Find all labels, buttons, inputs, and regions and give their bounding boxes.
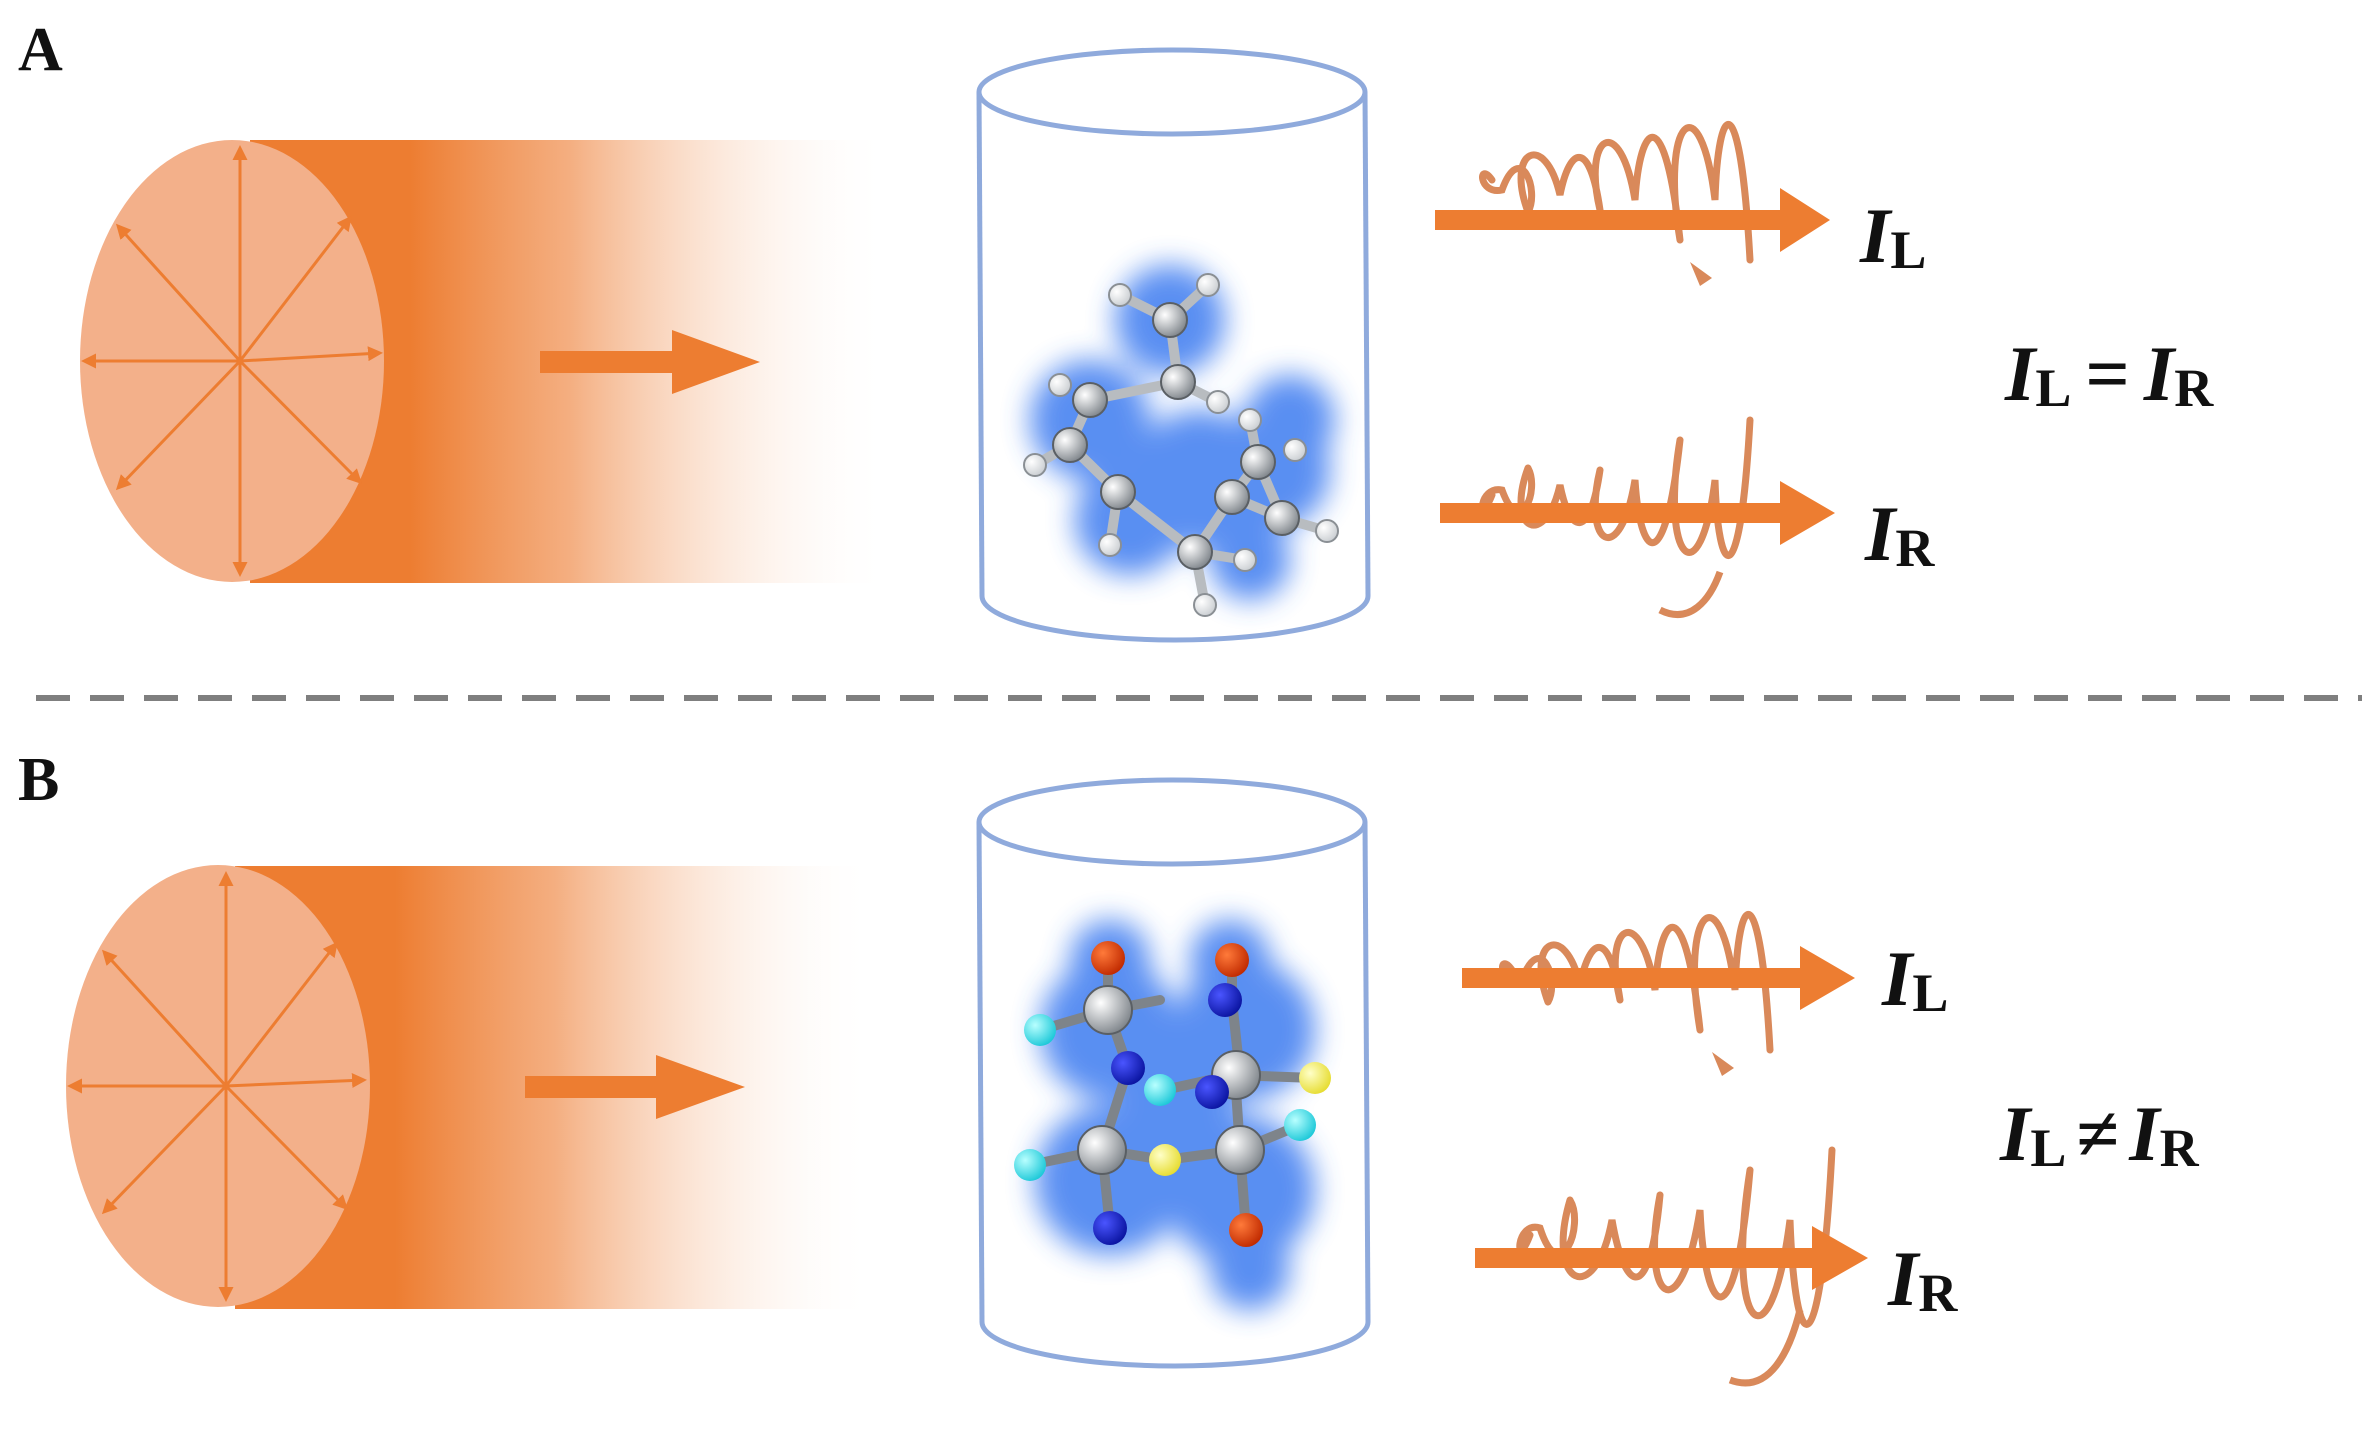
polarization-arrows (67, 871, 367, 1302)
panel-label: A (18, 16, 63, 84)
intensity-relation: IL≠IR (1999, 1090, 2200, 1178)
propagation-arrow (525, 1055, 745, 1119)
right-circular-beam (1440, 416, 1835, 618)
polarization-arrow (115, 223, 242, 363)
polarization-arrows (81, 145, 383, 577)
polarization-arrow (224, 1084, 349, 1211)
left-intensity-label: IL (1881, 935, 1948, 1023)
molecule-achiral (1023, 265, 1339, 617)
molecule-chiral (1014, 920, 1331, 1310)
polarization-arrow (238, 359, 363, 485)
cuvette (976, 777, 1371, 1369)
incident-light-beam (66, 865, 875, 1309)
cuvette (976, 47, 1371, 643)
incident-light-beam (80, 140, 890, 583)
polarization-arrow (238, 215, 352, 362)
polarization-arrow (115, 359, 242, 491)
left-circular-beam (1462, 911, 1855, 1076)
polarization-arrow (239, 346, 383, 363)
polarization-arrow (225, 1073, 367, 1089)
propagation-arrow (540, 330, 760, 394)
polarization-arrow (101, 949, 228, 1088)
panel-b: B (18, 746, 2200, 1387)
intensity-relation: IL=IR (2004, 330, 2214, 418)
panel-label: B (18, 746, 59, 814)
right-circular-beam (1475, 1146, 1868, 1387)
left-circular-beam (1435, 121, 1830, 286)
right-intensity-label: IR (1864, 490, 1935, 578)
left-intensity-label: IL (1859, 192, 1926, 280)
polarization-arrow (224, 941, 338, 1087)
polarization-arrow (101, 1084, 228, 1215)
panel-a: A (18, 16, 2214, 643)
right-intensity-label: IR (1887, 1235, 1958, 1323)
